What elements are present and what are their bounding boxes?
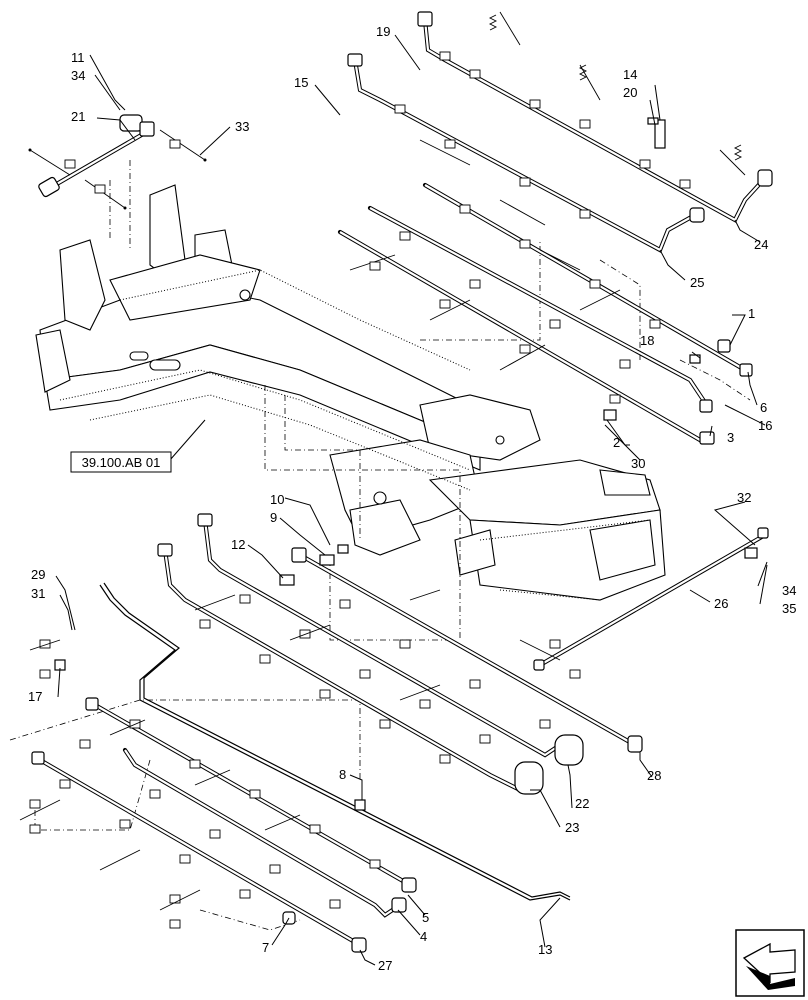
tube-assembly-21 bbox=[28, 114, 207, 210]
callout-20[interactable]: 20 bbox=[623, 85, 637, 100]
callout-16[interactable]: 16 bbox=[758, 418, 772, 433]
callout-28[interactable]: 28 bbox=[647, 768, 661, 783]
reference-label-text: 39.100.AB 01 bbox=[82, 455, 161, 470]
callout-30[interactable]: 30 bbox=[631, 456, 645, 471]
callout-31[interactable]: 31 bbox=[31, 586, 45, 601]
callout-23[interactable]: 23 bbox=[565, 820, 579, 835]
callout-34-upper[interactable]: 34 bbox=[71, 68, 85, 83]
callout-10[interactable]: 10 bbox=[270, 492, 284, 507]
main-frame bbox=[35, 184, 666, 601]
reference-label-box[interactable]: 39.100.AB 01 bbox=[70, 451, 172, 473]
callout-34-lower[interactable]: 34 bbox=[782, 583, 796, 598]
callout-numbers: 1 2 3 4 5 6 7 8 9 10 11 12 13 14 15 16 1… bbox=[28, 24, 796, 973]
exploded-view-arrow-icon bbox=[735, 929, 805, 997]
callout-17[interactable]: 17 bbox=[28, 689, 42, 704]
callout-25[interactable]: 25 bbox=[690, 275, 704, 290]
callout-29[interactable]: 29 bbox=[31, 567, 45, 582]
callout-13[interactable]: 13 bbox=[538, 942, 552, 957]
upper-tubes bbox=[337, 11, 773, 445]
callout-15[interactable]: 15 bbox=[294, 75, 308, 90]
callout-6[interactable]: 6 bbox=[760, 400, 767, 415]
callout-8[interactable]: 8 bbox=[339, 767, 346, 782]
callout-7[interactable]: 7 bbox=[262, 940, 269, 955]
callout-35[interactable]: 35 bbox=[782, 601, 796, 616]
leader-lines bbox=[55, 34, 768, 966]
callout-18[interactable]: 18 bbox=[640, 333, 654, 348]
callout-21[interactable]: 21 bbox=[71, 109, 85, 124]
callout-33[interactable]: 33 bbox=[235, 119, 249, 134]
callout-11[interactable]: 11 bbox=[71, 50, 85, 65]
callout-32[interactable]: 32 bbox=[737, 490, 751, 505]
callout-5[interactable]: 5 bbox=[422, 910, 429, 925]
callout-27[interactable]: 27 bbox=[378, 958, 392, 973]
callout-14[interactable]: 14 bbox=[623, 67, 637, 82]
callout-1[interactable]: 1 bbox=[748, 306, 755, 321]
lower-tubes bbox=[19, 513, 769, 953]
callout-2[interactable]: 2 bbox=[613, 435, 620, 450]
callout-4[interactable]: 4 bbox=[420, 929, 427, 944]
callout-19[interactable]: 19 bbox=[376, 24, 390, 39]
callout-22[interactable]: 22 bbox=[575, 796, 589, 811]
callout-9[interactable]: 9 bbox=[270, 510, 277, 525]
callout-26[interactable]: 26 bbox=[714, 596, 728, 611]
callout-24[interactable]: 24 bbox=[754, 237, 768, 252]
callout-12[interactable]: 12 bbox=[231, 537, 245, 552]
callout-3[interactable]: 3 bbox=[727, 430, 734, 445]
